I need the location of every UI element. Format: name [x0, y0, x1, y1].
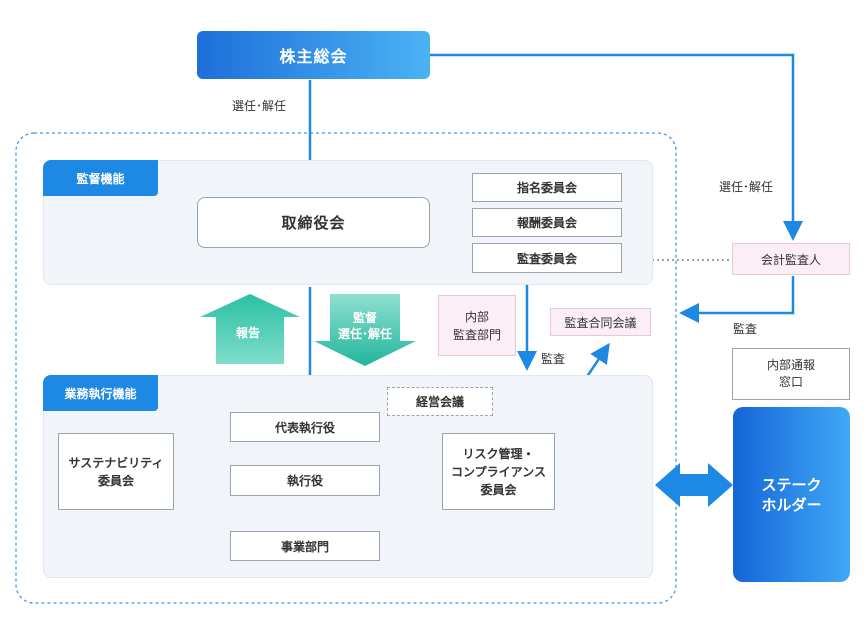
supervise-down-label: 監督 選任･解任 [337, 311, 392, 341]
board-of-directors: 取締役会 [197, 197, 430, 248]
stakeholder-double-arrow [655, 463, 733, 507]
sustainability-committee: サステナビリティ 委員会 [58, 433, 174, 510]
whistleblowing-desk: 内部通報 窓口 [732, 348, 850, 400]
shareholders-meeting: 株主総会 [197, 31, 430, 79]
nomination-committee: 指名委員会 [472, 173, 622, 202]
stakeholders: ステーク ホルダー [733, 407, 850, 582]
audit-committee: 監査委員会 [472, 243, 622, 273]
business-divisions: 事業部門 [230, 531, 380, 561]
accounting-auditor: 会計監査人 [732, 243, 850, 275]
representative-executive-officer: 代表執行役 [230, 412, 380, 442]
internal-audit-dept: 内部 監査部門 [438, 295, 516, 356]
supervision-tag: 監督機能 [43, 160, 158, 196]
execution-tag: 業務執行機能 [43, 375, 158, 411]
report-up-label: 報告 [236, 326, 261, 340]
management-meeting: 経営会議 [387, 387, 493, 416]
risk-compliance-committee: リスク管理・ コンプライアンス 委員会 [442, 433, 555, 510]
supervise-down-arrow [314, 294, 416, 366]
audit-label-mid: 監査 [541, 352, 566, 366]
compensation-committee: 報酬委員会 [472, 208, 622, 237]
governance-boundary [15, 132, 677, 604]
joint-audit-meeting: 監査合同会議 [550, 308, 651, 336]
elect-dismiss-label: 選任･解任 [232, 99, 287, 113]
audit-label-right: 監査 [733, 322, 758, 336]
executive-officers: 執行役 [230, 465, 380, 496]
elect-dismiss-label-right: 選任･解任 [719, 180, 774, 194]
report-up-arrow [200, 294, 300, 364]
